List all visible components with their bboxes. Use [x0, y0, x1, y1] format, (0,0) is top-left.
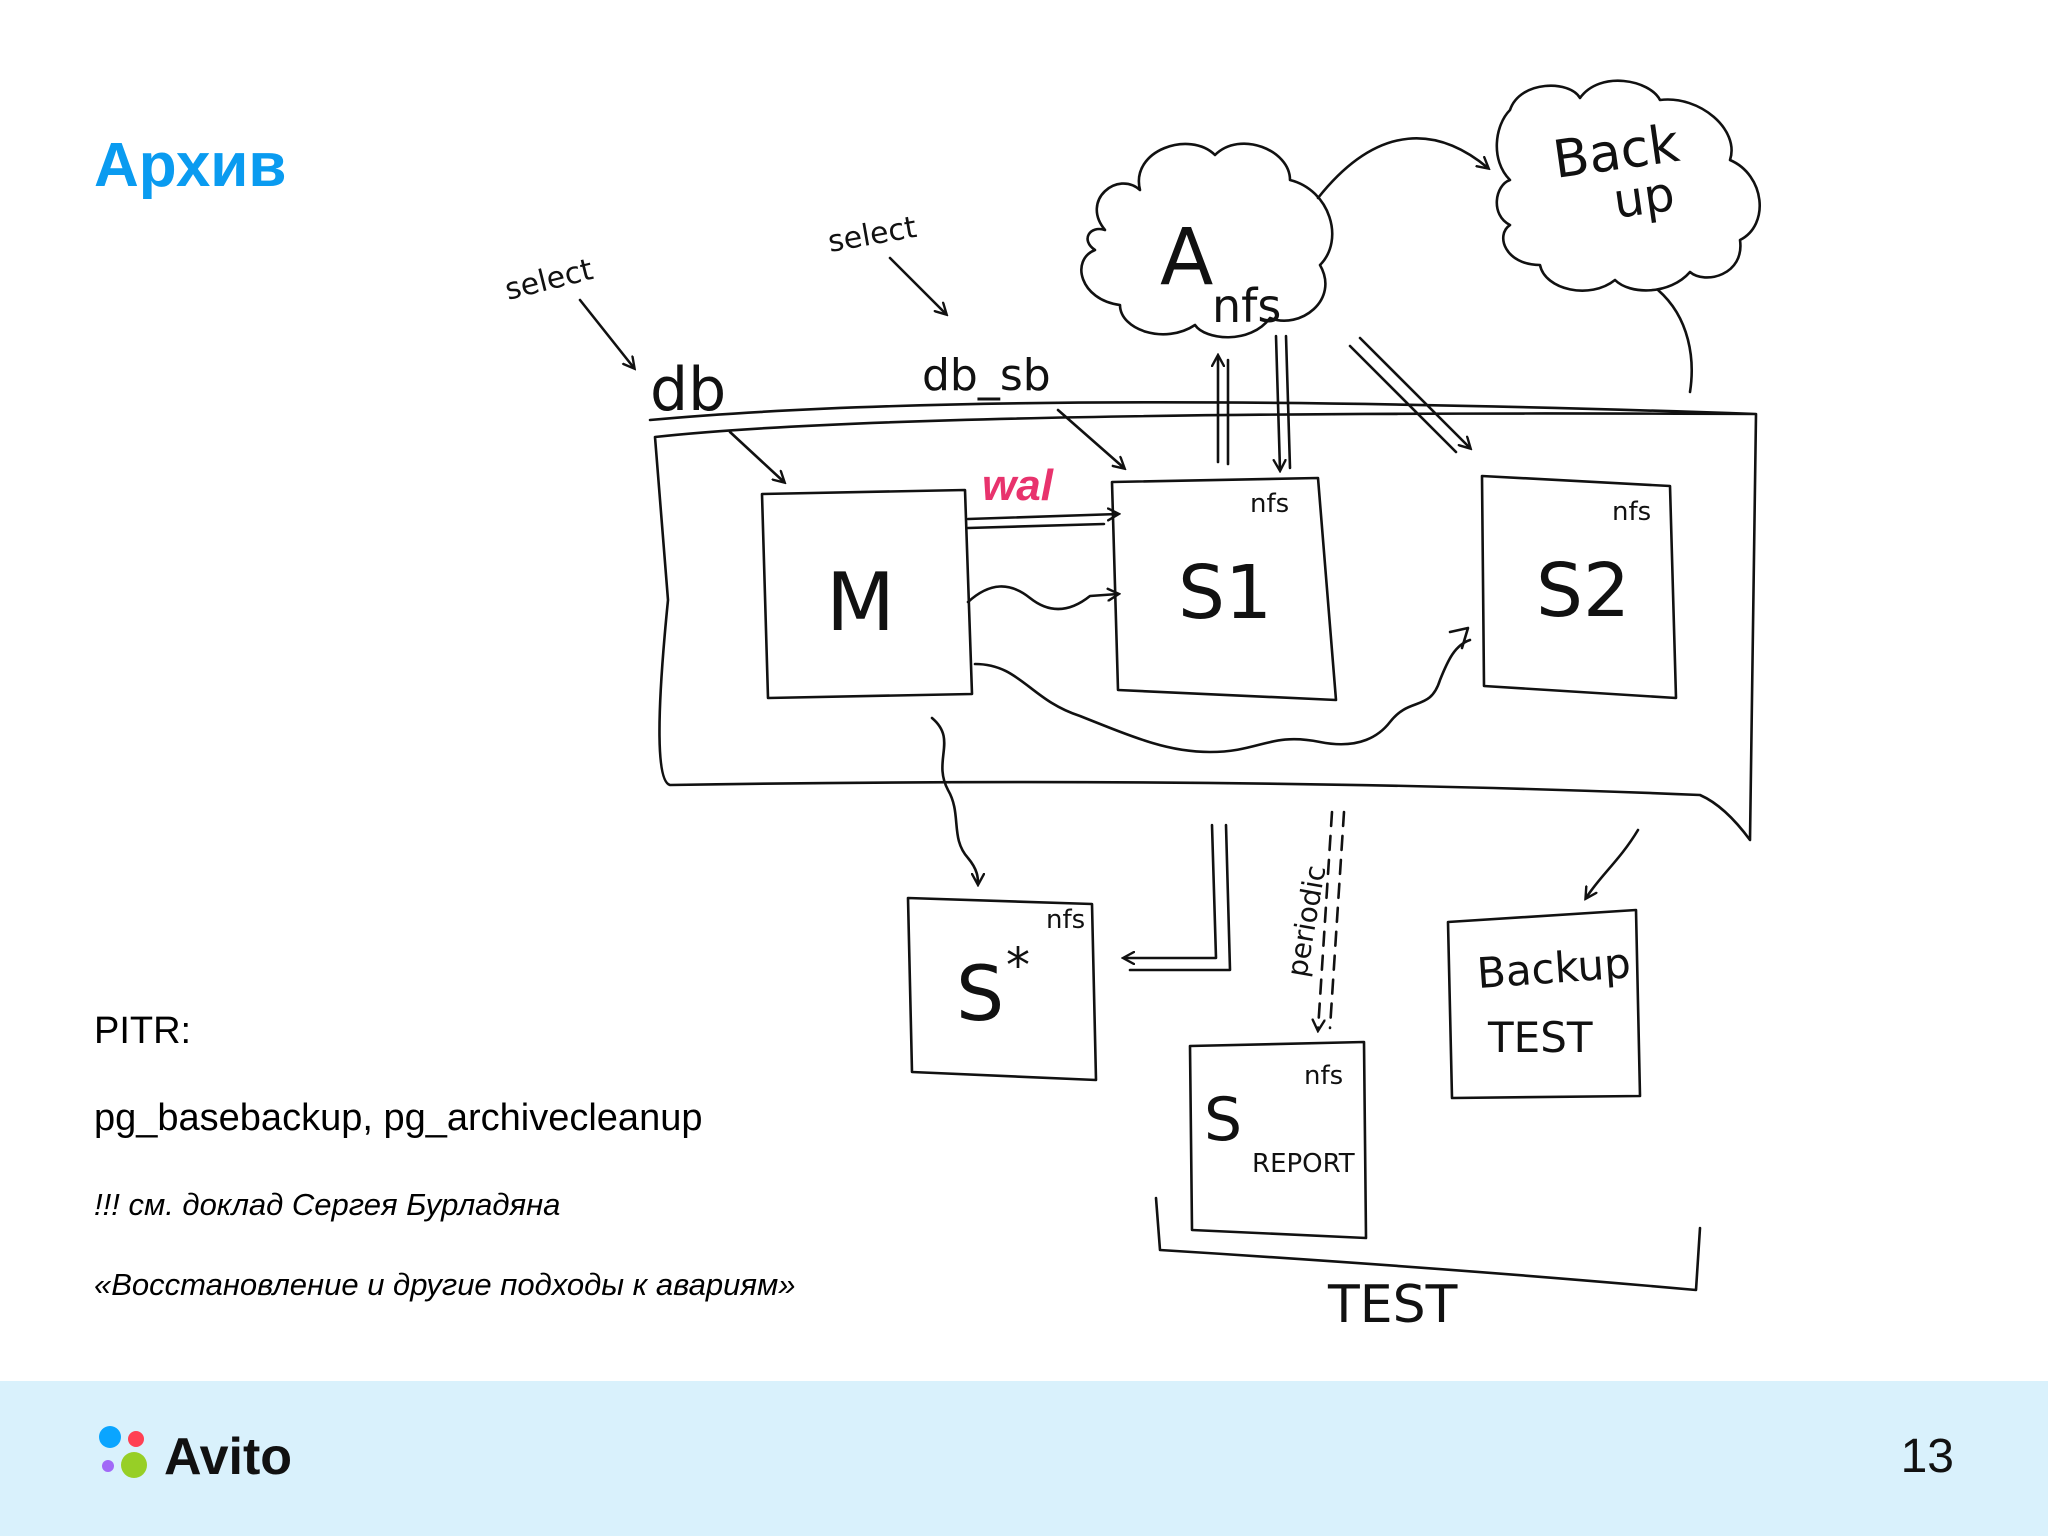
architecture-diagram: select select db db_sb A nfs Back up wal…: [501, 79, 1761, 1335]
backup-test-label-2: TEST: [1487, 1013, 1593, 1062]
backup-tail: [1656, 288, 1693, 394]
master-label: M: [826, 556, 895, 649]
archive-cloud: [1080, 142, 1334, 339]
backup-cloud-label-2: up: [1610, 166, 1678, 230]
s2-box: [1480, 474, 1678, 700]
avito-dots-icon: [99, 1426, 147, 1478]
s-report-sub-label: REPORT: [1252, 1149, 1355, 1179]
master-to-s2-wave: [973, 638, 1472, 754]
wal-arrow: [966, 514, 1118, 519]
avito-logo: Avito: [98, 1425, 298, 1491]
master-box: [760, 488, 974, 700]
select-label-1: select: [501, 252, 596, 308]
s-star-mark: *: [1006, 938, 1030, 994]
container-to-s-star-arrow-2: [1128, 823, 1232, 972]
archive-to-s2-arrow-2: [1348, 344, 1458, 454]
s-star-box: [906, 896, 1098, 1082]
wal-arrow-shadow: [966, 522, 1106, 530]
s2-label: S2: [1536, 548, 1630, 634]
archive-to-s2-arrow: [1358, 336, 1470, 448]
s2-nfs-label: nfs: [1612, 497, 1651, 527]
note-pitr: PITR:: [94, 1010, 192, 1052]
archive-to-backup-arrow: [1316, 137, 1488, 200]
stream-arrow: [966, 585, 1118, 611]
backup-test-box: [1446, 908, 1642, 1100]
datacenter-container: [648, 401, 1758, 842]
container-to-backup-test-arrow: [1586, 828, 1640, 898]
s1-nfs-label: nfs: [1250, 489, 1289, 519]
select-arrow-1: [578, 298, 634, 368]
periodic-dashed-arrow-2: [1328, 810, 1346, 1030]
archive-node-label: A: [1160, 213, 1213, 303]
db-to-master-arrow: [728, 430, 784, 482]
select-label-2: select: [825, 210, 919, 260]
s1-box: [1110, 476, 1338, 702]
container-to-s-star-arrow: [1124, 823, 1218, 958]
archive-to-s1-down: [1276, 334, 1280, 470]
s-report-box: [1188, 1040, 1368, 1240]
s-report-label: S: [1204, 1085, 1242, 1155]
note-tools: pg_basebackup, pg_archivecleanup: [94, 1097, 703, 1139]
select-arrow-2: [888, 256, 946, 314]
master-to-s2-arrowhead: [1448, 626, 1470, 650]
note-reference: !!! см. доклад Сергея Бурладяна: [94, 1187, 561, 1222]
slide-title: Архив: [94, 131, 287, 200]
test-group-label: TEST: [1327, 1275, 1458, 1335]
db-sb-label: db_sb: [922, 350, 1051, 401]
test-group-bracket: [1154, 1196, 1702, 1292]
page-number: 13: [1900, 1430, 1954, 1483]
master-to-s-star-wave: [930, 716, 978, 884]
s1-label: S1: [1178, 550, 1272, 636]
avito-wordmark: Avito: [164, 1428, 293, 1486]
note-talk-title: «Восстановление и другие подходы к авари…: [94, 1267, 796, 1302]
backup-cloud: [1495, 79, 1761, 292]
wal-label: wal: [982, 461, 1054, 510]
s-report-nfs-label: nfs: [1304, 1061, 1343, 1091]
periodic-dashed-arrow: [1318, 810, 1334, 1030]
db-label: db: [650, 355, 726, 425]
footer-bar: Avito 13: [0, 1381, 2048, 1536]
archive-nfs-label: nfs: [1212, 279, 1281, 333]
s-star-label: S: [956, 949, 1004, 1038]
s-star-nfs-label: nfs: [1046, 905, 1085, 935]
db-sb-to-s1-arrow: [1056, 408, 1124, 468]
backup-test-label-1: Backup: [1475, 938, 1632, 998]
archive-to-s1-down-2: [1284, 334, 1292, 470]
